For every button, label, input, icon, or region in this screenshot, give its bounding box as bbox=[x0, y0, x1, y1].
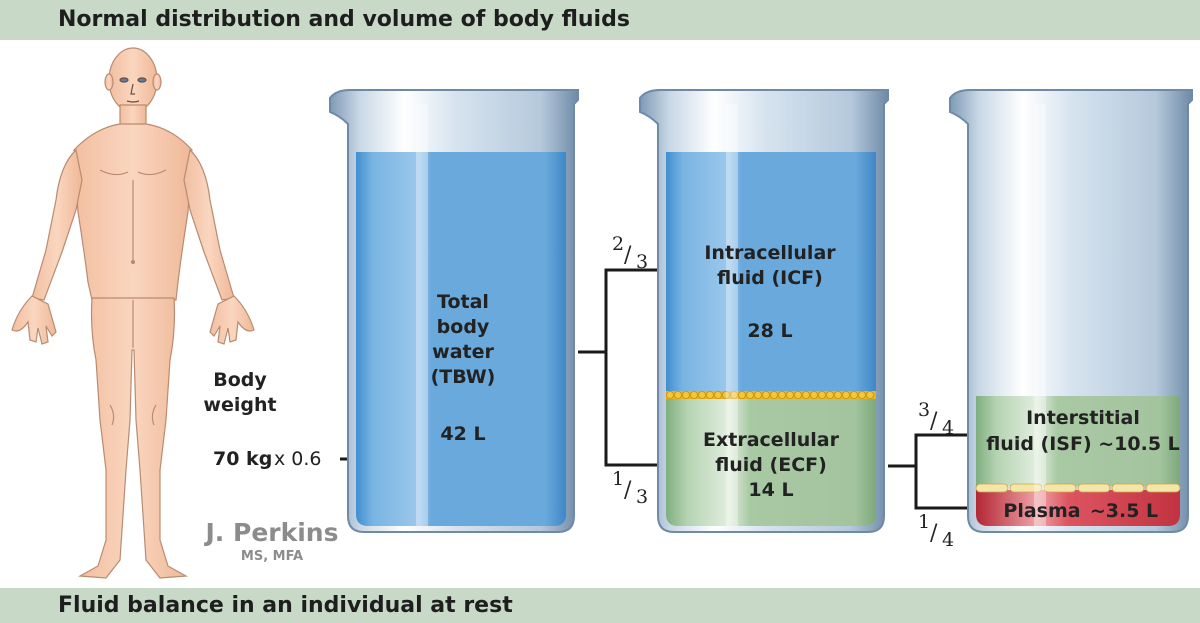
isf-label-line1: Interstitial bbox=[1026, 407, 1140, 429]
body-weight-label-line1: Body bbox=[213, 369, 267, 391]
isf-label-line2: fluid (ISF) ~10.5 L bbox=[986, 433, 1180, 455]
body-weight-label-line2: weight bbox=[203, 394, 276, 416]
ecf-fraction-numerator: 1 bbox=[612, 468, 624, 490]
ecf-fraction-denominator: 3 bbox=[636, 486, 648, 508]
icf-label-line1: Intracellular bbox=[704, 242, 836, 264]
tbw-volume: 42 L bbox=[440, 423, 485, 445]
tbw-label-line4: (TBW) bbox=[431, 366, 496, 388]
weight-value: 70 kg bbox=[213, 448, 272, 470]
footer-banner: Fluid balance in an individual at rest bbox=[0, 588, 1200, 623]
ecf-fluid bbox=[666, 396, 876, 526]
icf-label-line2: fluid (ICF) bbox=[717, 267, 823, 289]
tbw-fluid bbox=[356, 152, 566, 526]
plasma-fraction-numerator: 1 bbox=[918, 511, 930, 533]
tbw-label-line3: water bbox=[432, 341, 494, 363]
ecf-fraction-slash: / bbox=[624, 478, 632, 503]
icf-fraction-numerator: 2 bbox=[612, 233, 624, 255]
plasma-fraction-denominator: 4 bbox=[942, 529, 954, 551]
icf-fluid bbox=[666, 152, 876, 396]
human-figure-illustration bbox=[11, 47, 255, 579]
icf-volume: 28 L bbox=[747, 320, 792, 342]
icf-fraction-denominator: 3 bbox=[636, 251, 648, 273]
beaker-icf-ecf bbox=[639, 89, 889, 533]
beaker-tbw bbox=[329, 89, 579, 533]
isf-fraction-slash: / bbox=[930, 409, 938, 434]
face-features bbox=[119, 77, 147, 103]
isf-fraction-denominator: 4 bbox=[942, 417, 954, 439]
plasma-fluid bbox=[976, 490, 1180, 526]
beaker-isf-plasma bbox=[949, 89, 1193, 533]
ecf-volume: 14 L bbox=[748, 479, 793, 501]
page-title: Normal distribution and volume of body f… bbox=[58, 7, 630, 32]
plasma-volume: ~3.5 L bbox=[1090, 500, 1158, 522]
isf-fluid bbox=[976, 396, 1180, 486]
tbw-label-line1: Total bbox=[437, 291, 489, 313]
footer-title: Fluid balance in an individual at rest bbox=[58, 593, 513, 618]
header-banner: Normal distribution and volume of body f… bbox=[0, 0, 1200, 40]
signature-name: J. Perkins bbox=[204, 518, 339, 547]
ecf-label-line2: fluid (ECF) bbox=[715, 454, 827, 476]
plasma-fraction-slash: / bbox=[930, 521, 938, 546]
isf-fraction-numerator: 3 bbox=[918, 399, 930, 421]
icf-fraction-slash: / bbox=[624, 243, 632, 268]
ecf-label-line1: Extracellular bbox=[703, 429, 840, 451]
ecf-split-arrows bbox=[888, 426, 996, 517]
capillary-endothelium bbox=[975, 483, 1181, 493]
tbw-label-line2: body bbox=[437, 316, 490, 338]
signature-credentials: MS, MFA bbox=[241, 549, 303, 564]
plasma-label: Plasma bbox=[1003, 500, 1080, 522]
weight-multiplier: x 0.6 bbox=[274, 448, 322, 470]
